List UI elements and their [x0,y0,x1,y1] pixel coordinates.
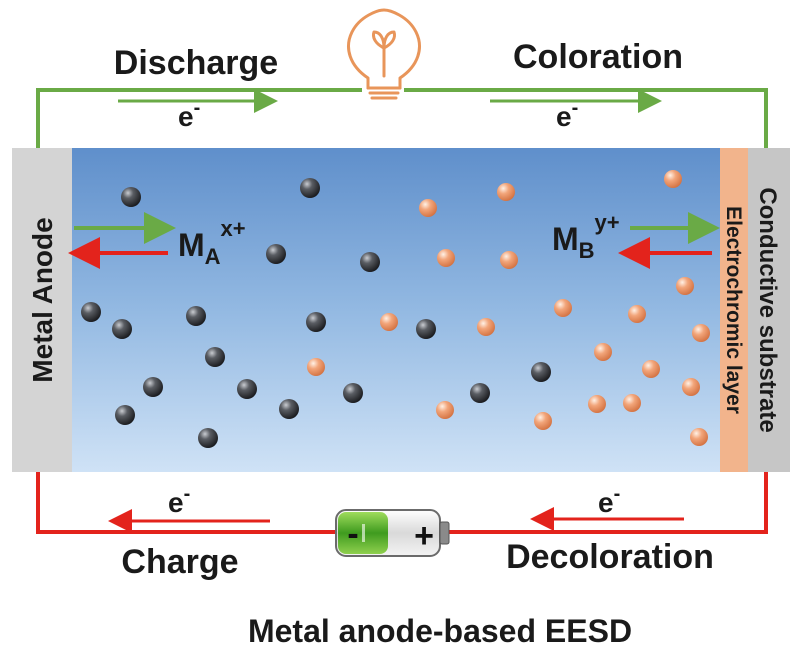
metal-b-ion [628,305,646,323]
metal-a-ion [115,405,135,425]
electrochromic-layer [720,148,748,472]
metal-b-ion [642,360,660,378]
metal-a-ion [531,362,551,382]
decoloration-electron-label: e- [598,483,620,518]
metal-b-ion [623,394,641,412]
coloration-label: Coloration [513,38,683,76]
metal-a-ion [306,312,326,332]
metal-a-ion [237,379,257,399]
metal-a-ion [81,302,101,322]
metal-a-ion [470,383,490,403]
metal-b-ion [477,318,495,336]
charge-electron-label: e- [168,483,190,518]
metal-ion-b-label: MBy+ [552,210,620,263]
metal-b-ion [497,183,515,201]
metal-b-ion [692,324,710,342]
metal-b-ion [554,299,572,317]
discharge-label: Discharge [114,44,278,82]
battery-minus-sign: - [347,515,358,553]
metal-b-ion [419,199,437,217]
metal-b-ion [307,358,325,376]
metal-anode [12,148,72,472]
metal-a-ion [360,252,380,272]
metal-b-ion [690,428,708,446]
conductive-substrate-label: Conductive substrate [754,187,781,432]
charge-label: Charge [121,543,238,581]
metal-a-ion [121,187,141,207]
light-bulb-icon [347,8,421,100]
metal-ion-a-label: MAx+ [178,216,246,269]
metal-b-ion [682,378,700,396]
metal-a-ion-particles [81,178,551,448]
metal-a-ion [186,306,206,326]
metal-a-ion [198,428,218,448]
metal-b-ion [436,401,454,419]
metal-b-ion [588,395,606,413]
charge-circuit-wire [36,472,768,534]
metal-a-ion [205,347,225,367]
metal-a-ion [416,319,436,339]
metal-b-ion [534,412,552,430]
metal-a-ion [112,319,132,339]
metal-a-ion [143,377,163,397]
metal-a-ion [300,178,320,198]
metal-b-ion [437,249,455,267]
metal-b-ion [594,343,612,361]
decoloration-label: Decoloration [506,538,714,576]
metal-b-ion [676,277,694,295]
discharge-electron-label: e- [178,97,200,132]
discharge-circuit-wire [36,88,768,148]
electrochromic-layer-label: Electrochromic layer [722,206,745,414]
coloration-electron-label: e- [556,97,578,132]
metal-a-ion [266,244,286,264]
metal-a-ion [343,383,363,403]
battery-plus-sign: + [414,517,434,555]
electrolyte-region [72,148,720,472]
metal-b-ion [380,313,398,331]
metal-anode-label: Metal Anode [27,217,58,382]
metal-a-ion [279,399,299,419]
battery-icon: - + [335,509,450,557]
metal-b-ion [500,251,518,269]
conductive-substrate [748,148,790,472]
diagram-caption: Metal anode-based EESD [248,613,632,649]
metal-b-ion-particles [307,170,710,446]
metal-b-ion [664,170,682,188]
